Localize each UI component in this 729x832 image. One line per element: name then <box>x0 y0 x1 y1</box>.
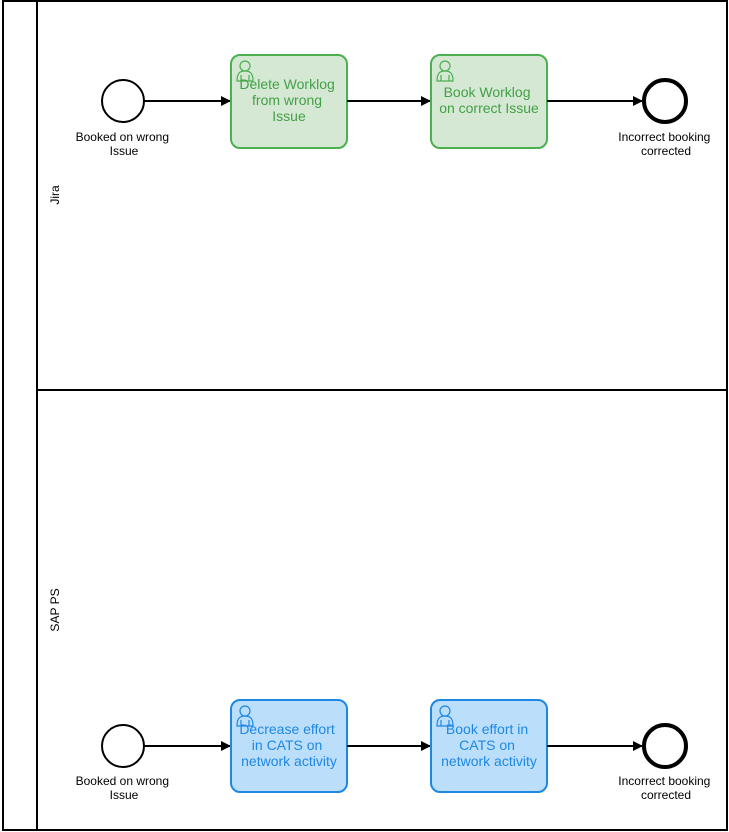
start-event[interactable] <box>101 724 145 768</box>
start-event[interactable] <box>101 79 145 123</box>
svg-text:Book Worklog on correc: Book Worklog on correct Issue <box>439 84 539 116</box>
task-decrease-effort[interactable]: Decrease effort in CATS on network activ… <box>230 699 348 793</box>
task-label-line: Book effort in <box>446 721 528 737</box>
start-event-label: Booked on wrong Issue <box>76 774 173 802</box>
task-label-line: on correct Issue <box>439 100 539 116</box>
task-label-line: in CATS on <box>252 737 323 753</box>
task-label-line: Book Worklog <box>444 84 531 100</box>
end-event-label: Incorrect booking corrected <box>618 130 713 158</box>
user-icon <box>436 60 454 82</box>
user-icon <box>236 60 254 82</box>
task-book-effort[interactable]: Book effort in CATS on network activity <box>430 699 548 793</box>
task-delete-worklog[interactable]: Delete Worklog from wrong Issue <box>230 54 348 149</box>
task-label-line: Issue <box>272 108 306 124</box>
end-event-label: Incorrect booking corrected <box>618 774 713 802</box>
user-icon <box>236 705 254 727</box>
lane-sap-ps: SAP PS Booked on wrong Issue Decrease ef… <box>48 588 713 802</box>
task-label-line: CATS on <box>459 737 515 753</box>
svg-text:Decrease effort in CAT: Decrease effort in CATS on network activ… <box>239 721 338 769</box>
lane-label-sap-ps: SAP PS <box>48 588 62 631</box>
svg-text:Delete Worklog from wr: Delete Worklog from wrong Issue <box>239 76 338 124</box>
lane-label-jira: Jira <box>48 185 62 205</box>
task-book-worklog[interactable]: Book Worklog on correct Issue <box>430 54 548 149</box>
task-label-line: Delete Worklog <box>239 76 334 92</box>
task-label-line: Decrease effort <box>239 721 335 737</box>
task-label-line: from wrong <box>252 92 322 108</box>
svg-text:Book effort in CATS on: Book effort in CATS on network activity <box>441 721 537 769</box>
end-event[interactable] <box>642 78 688 124</box>
user-icon <box>436 705 454 727</box>
end-event[interactable] <box>642 723 688 769</box>
lane-jira: Jira Booked on wrong Issue Delete Worklo… <box>48 54 713 205</box>
task-label-line: network activity <box>441 753 537 769</box>
task-label-line: network activity <box>241 753 337 769</box>
start-event-label: Booked on wrong Issue <box>76 130 173 158</box>
